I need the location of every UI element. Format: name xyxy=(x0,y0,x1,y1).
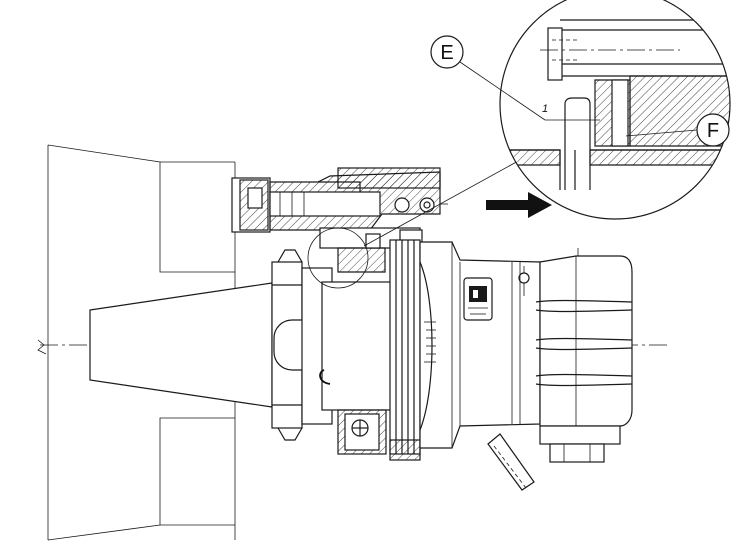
callout-f: F xyxy=(625,113,730,147)
callout-f-label: F xyxy=(707,120,719,142)
right-housing xyxy=(535,248,633,463)
detail-view: 1 xyxy=(499,0,731,220)
callout-e-label: E xyxy=(440,42,453,64)
manufacturer-logo-icon xyxy=(463,277,493,321)
boring-head-body xyxy=(389,239,541,461)
clamping-unit xyxy=(231,167,448,273)
taper-shank xyxy=(89,282,273,408)
dial-gauge-icon xyxy=(518,266,530,296)
detail-number: 1 xyxy=(542,103,548,115)
flange-groove xyxy=(271,249,321,441)
arrow-right-icon xyxy=(486,192,552,218)
adapter-ring xyxy=(301,267,393,455)
callout-e: E xyxy=(430,35,600,121)
detail-leader-line xyxy=(363,159,521,247)
detail-source-circle xyxy=(307,227,369,289)
cutting-tool xyxy=(487,433,535,491)
